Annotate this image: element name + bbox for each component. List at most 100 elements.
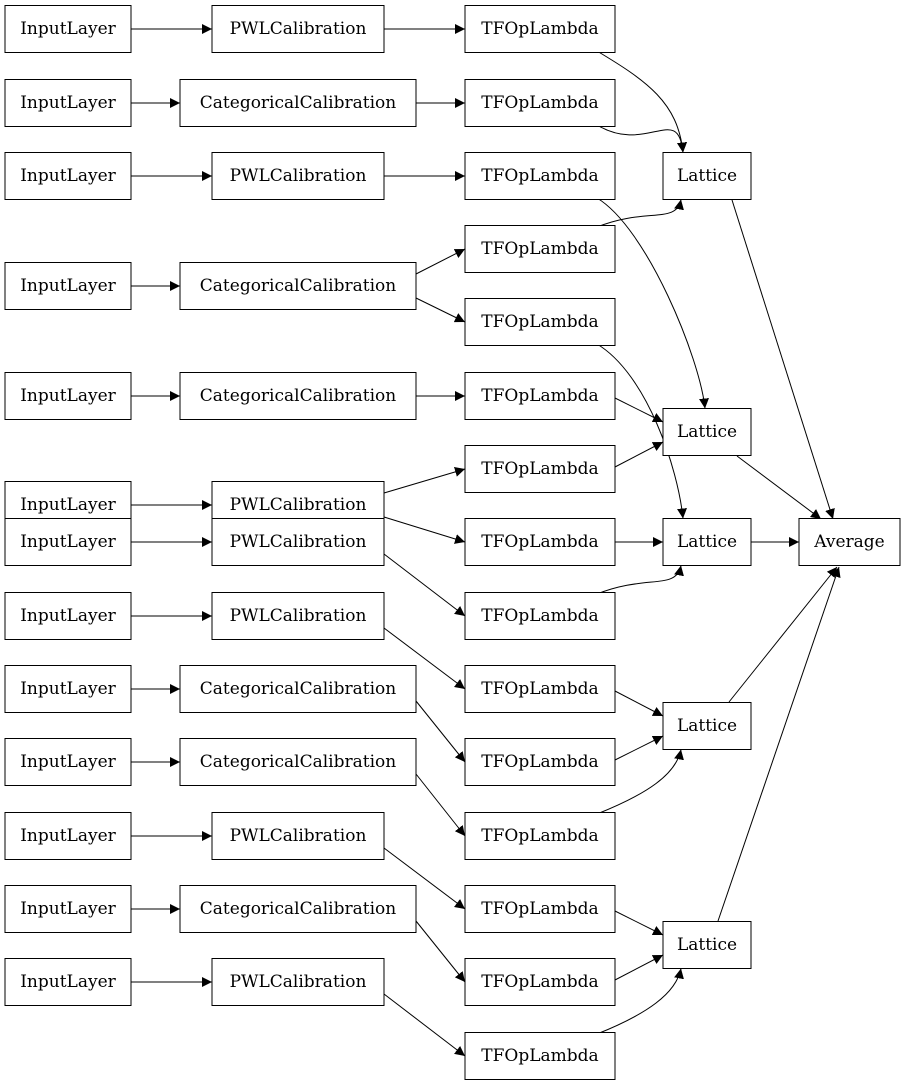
input-layer-node: InputLayer [4, 5, 132, 53]
node-box [464, 298, 616, 346]
node-box [4, 372, 132, 420]
node-box [662, 152, 752, 200]
tfop-lambda-node: TFOpLambda [464, 1032, 616, 1080]
node-label: InputLayer [20, 826, 116, 846]
input-layer-node: InputLayer [4, 738, 132, 786]
node-label: Lattice [677, 716, 737, 736]
tfop-lambda-node: TFOpLambda [464, 372, 616, 420]
node-label: PWLCalibration [230, 606, 367, 626]
pwlcalibration-node: PWLCalibration [211, 812, 385, 860]
node-box [464, 372, 616, 420]
node-label: PWLCalibration [230, 166, 367, 186]
node-box [464, 665, 616, 713]
node-box [662, 921, 752, 969]
node-box [211, 152, 385, 200]
tfop-lambda-node: TFOpLambda [464, 445, 616, 493]
edge-arrow [383, 627, 466, 690]
edge-arrow [728, 566, 838, 703]
node-label: TFOpLambda [481, 679, 598, 699]
lattice-node: Lattice [662, 408, 752, 456]
node-label: PWLCalibration [230, 19, 367, 39]
input-layer-node: InputLayer [4, 812, 132, 860]
node-label: TFOpLambda [481, 826, 598, 846]
node-box [4, 262, 132, 310]
node-box [211, 5, 385, 53]
node-label: CategoricalCalibration [200, 899, 396, 919]
lattice-node: Lattice [662, 518, 752, 566]
node-label: CategoricalCalibration [200, 386, 396, 406]
tfop-lambda-node: TFOpLambda [464, 665, 616, 713]
node-box [464, 885, 616, 933]
node-label: TFOpLambda [481, 459, 598, 479]
tfop-lambda-node: TFOpLambda [464, 958, 616, 1006]
node-label: InputLayer [20, 386, 116, 406]
node-box [179, 79, 417, 127]
node-box [4, 79, 132, 127]
categorical-calibration-node: CategoricalCalibration [179, 79, 417, 127]
node-box [179, 738, 417, 786]
node-label: InputLayer [20, 899, 116, 919]
tfop-lambda-node: TFOpLambda [464, 812, 616, 860]
input-layer-node: InputLayer [4, 592, 132, 640]
node-box [464, 738, 616, 786]
edge-arrow [717, 566, 841, 922]
node-label: TFOpLambda [481, 386, 598, 406]
node-box [4, 958, 132, 1006]
node-box [662, 518, 752, 566]
input-layer-node: InputLayer [4, 262, 132, 310]
node-label: TFOpLambda [481, 752, 598, 772]
categorical-calibration-node: CategoricalCalibration [179, 262, 417, 310]
node-label: InputLayer [20, 752, 116, 772]
edge-arrow [383, 847, 466, 910]
input-layer-node: InputLayer [4, 372, 132, 420]
node-label: InputLayer [20, 495, 116, 515]
input-layer-node: InputLayer [4, 152, 132, 200]
edge-arrow [614, 441, 664, 468]
edge-arrow [415, 297, 466, 323]
edge-arrow [383, 467, 466, 494]
node-label: InputLayer [20, 19, 116, 39]
pwlcalibration-node: PWLCalibration [211, 518, 385, 566]
node-label: InputLayer [20, 166, 116, 186]
node-label: TFOpLambda [481, 19, 598, 39]
tfop-lambda-node: TFOpLambda [464, 79, 616, 127]
tfop-lambda-node: TFOpLambda [464, 225, 616, 273]
pwlcalibration-node: PWLCalibration [211, 152, 385, 200]
node-label: TFOpLambda [481, 239, 598, 259]
edge-arrow [736, 455, 822, 520]
node-label: CategoricalCalibration [200, 679, 396, 699]
node-label: Lattice [677, 166, 737, 186]
node-box [179, 372, 417, 420]
edge-arrow [415, 920, 466, 983]
node-label: PWLCalibration [230, 826, 367, 846]
tfop-lambda-node: TFOpLambda [464, 298, 616, 346]
edge-arrow [596, 749, 684, 815]
edge-arrow [415, 773, 466, 837]
node-box [464, 152, 616, 200]
node-label: CategoricalCalibration [200, 93, 396, 113]
node-box [211, 958, 385, 1006]
tfop-lambda-node: TFOpLambda [464, 738, 616, 786]
node-box [4, 518, 132, 566]
node-label: Lattice [677, 532, 737, 552]
node-box [464, 518, 616, 566]
edge-arrow [596, 343, 687, 519]
node-box [211, 518, 385, 566]
tfop-lambda-node: TFOpLambda [464, 152, 616, 200]
node-box [464, 1032, 616, 1080]
edge-arrow [415, 248, 466, 275]
edge-arrow [596, 124, 687, 153]
edge-arrow [614, 954, 664, 981]
node-box [4, 5, 132, 53]
node-label: InputLayer [20, 532, 116, 552]
node-box [464, 958, 616, 1006]
lattice-node: Lattice [662, 921, 752, 969]
edge-arrow [383, 516, 466, 544]
input-layer-node: InputLayer [4, 958, 132, 1006]
node-label: Lattice [677, 422, 737, 442]
node-label: Lattice [677, 935, 737, 955]
categorical-calibration-node: CategoricalCalibration [179, 738, 417, 786]
node-label: TFOpLambda [481, 166, 598, 186]
lattice-node: Lattice [662, 702, 752, 750]
node-box [464, 225, 616, 273]
